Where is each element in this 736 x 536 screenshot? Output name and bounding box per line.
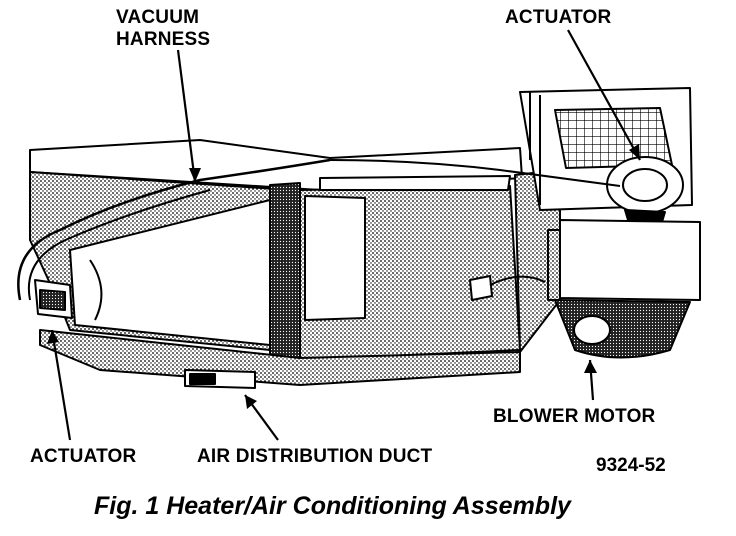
figure-code: 9324-52	[596, 455, 666, 476]
vacuum-harness-label-line1: VACUUM	[116, 7, 200, 28]
vacuum-harness-label: VACUUM HARNESS	[116, 7, 210, 51]
figure-caption: Fig. 1 Heater/Air Conditioning Assembly	[94, 492, 571, 520]
actuator-top-label: ACTUATOR	[505, 7, 612, 28]
vacuum-harness-label-line2: HARNESS	[116, 29, 211, 50]
actuator-bottom-label: ACTUATOR	[30, 446, 137, 467]
air-distribution-duct-label: AIR DISTRIBUTION DUCT	[197, 446, 433, 467]
blower-motor-label: BLOWER MOTOR	[493, 406, 656, 427]
